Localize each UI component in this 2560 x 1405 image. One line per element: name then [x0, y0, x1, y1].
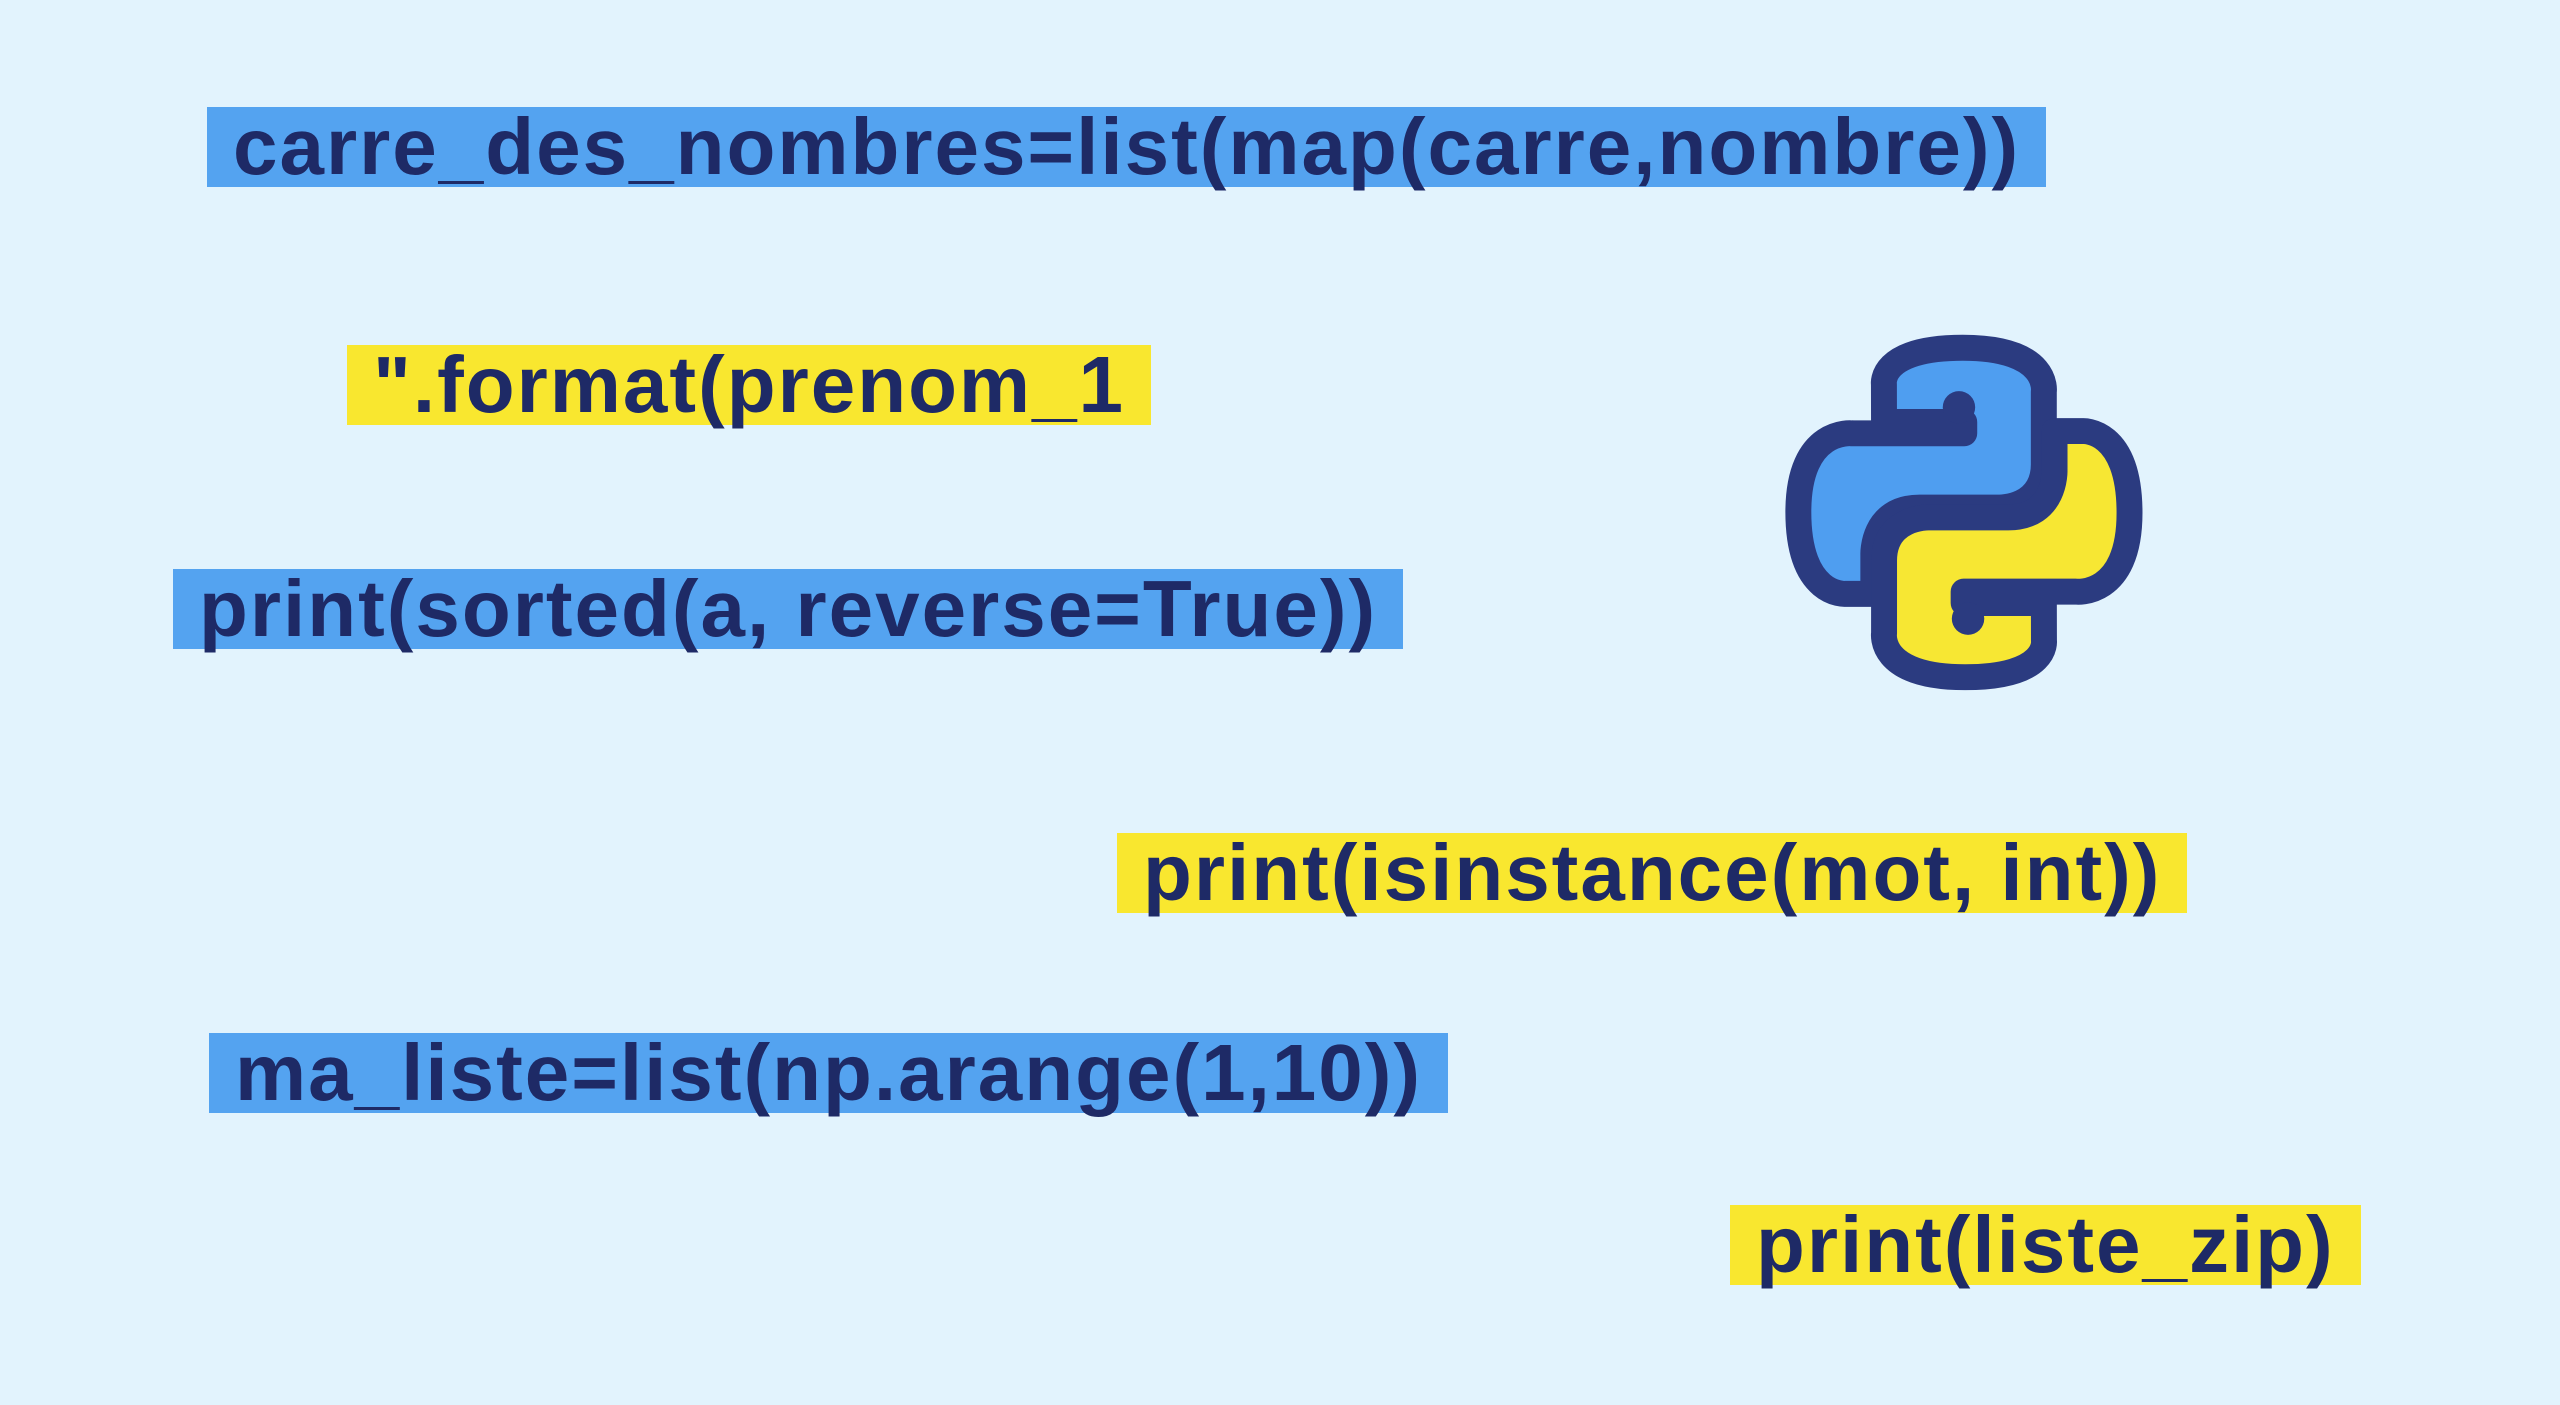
code-snippet-print-liste-zip: print(liste_zip) [1730, 1205, 2361, 1285]
python-logo [1780, 328, 2147, 698]
code-snippet-print-isinstance: print(isinstance(mot, int)) [1117, 833, 2188, 913]
python-logo-yellow-snake-eye [1951, 602, 1985, 635]
python-logo-icon [1785, 334, 2143, 691]
code-snippet-carre-des-nombres: carre_des_nombres=list(map(carre,nombre)… [207, 107, 2047, 187]
python-logo-yellow-snake [1870, 418, 2143, 691]
code-snippet-format-prenom: ".format(prenom_1 [347, 345, 1152, 425]
code-snippet-print-sorted: print(sorted(a, reverse=True)) [173, 569, 1404, 649]
python-logo-blue-snake-eye [1942, 391, 1976, 424]
code-snippet-ma-liste: ma_liste=list(np.arange(1,10)) [209, 1033, 1449, 1113]
